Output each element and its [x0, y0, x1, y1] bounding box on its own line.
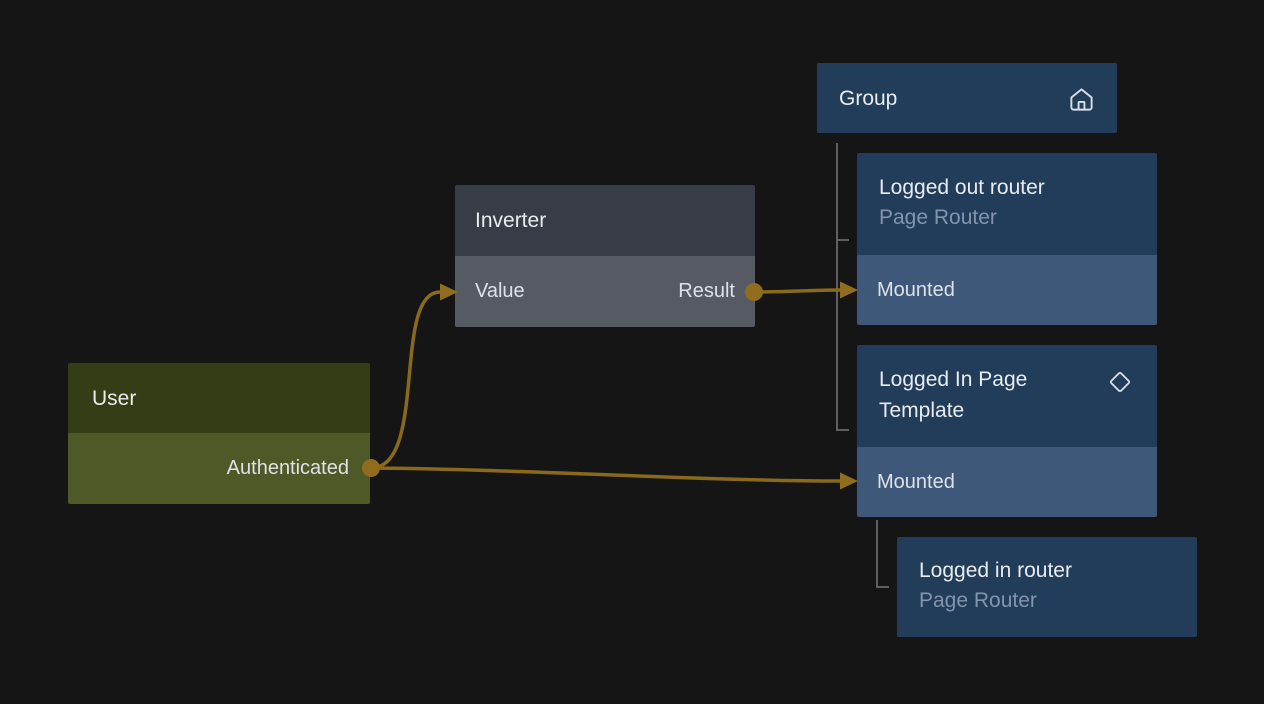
- arrowhead-template-mounted: [840, 472, 858, 490]
- arrowhead-logged-out-mounted: [840, 281, 858, 299]
- node-user-header[interactable]: User: [68, 363, 370, 433]
- node-logged-out-router[interactable]: Logged out router Page Router Mounted: [857, 153, 1157, 325]
- output-port-user-authenticated[interactable]: [362, 459, 380, 477]
- node-logged-in-router-subtitle: Page Router: [919, 589, 1037, 612]
- port-row-inverter[interactable]: Value Result: [455, 256, 755, 327]
- home-icon: [1068, 86, 1095, 118]
- port-row-logged-in-template-mounted[interactable]: Mounted: [857, 447, 1157, 517]
- edge-user-authenticated-to-inverter-value[interactable]: [370, 290, 441, 470]
- tree-connector-group-children: [836, 143, 849, 431]
- node-logged-in-template[interactable]: Logged In Page Template Mounted: [857, 345, 1157, 517]
- node-logged-in-template-header[interactable]: Logged In Page Template: [857, 345, 1157, 447]
- node-logged-out-router-header[interactable]: Logged out router Page Router: [857, 153, 1157, 255]
- port-label-result: Result: [678, 280, 735, 302]
- node-logged-in-router[interactable]: Logged in router Page Router: [897, 537, 1197, 637]
- node-user-title: User: [92, 386, 137, 410]
- node-logged-in-router-title: Logged in router: [919, 559, 1072, 582]
- port-row-user-authenticated[interactable]: Authenticated: [68, 433, 370, 504]
- node-group[interactable]: Group: [817, 63, 1117, 133]
- tree-connector-mounted-logged-in-router: [876, 520, 889, 588]
- edge-inverter-result-to-logged-out-mounted[interactable]: [753, 288, 842, 294]
- diamond-icon: [1107, 369, 1133, 400]
- node-inverter-title: Inverter: [475, 209, 547, 232]
- node-logged-in-router-header[interactable]: Logged in router Page Router: [897, 537, 1197, 637]
- port-row-logged-out-router-mounted[interactable]: Mounted: [857, 255, 1157, 325]
- output-port-inverter-result[interactable]: [745, 283, 763, 301]
- node-inverter[interactable]: Inverter Value Result: [455, 185, 755, 327]
- node-logged-in-template-title: Logged In Page Template: [879, 368, 1028, 422]
- node-logged-out-router-title: Logged out router: [879, 176, 1045, 199]
- port-label-mounted: Mounted: [877, 278, 955, 301]
- port-label-value: Value: [475, 280, 525, 302]
- edge-user-authenticated-to-template-mounted[interactable]: [370, 466, 842, 483]
- node-user[interactable]: User Authenticated: [68, 363, 370, 504]
- node-group-title: Group: [839, 86, 898, 110]
- port-label-authenticated: Authenticated: [226, 457, 349, 479]
- node-group-header[interactable]: Group: [817, 63, 1117, 133]
- node-logged-out-router-subtitle: Page Router: [879, 206, 997, 229]
- node-inverter-header[interactable]: Inverter: [455, 185, 755, 256]
- port-label-mounted: Mounted: [877, 470, 955, 493]
